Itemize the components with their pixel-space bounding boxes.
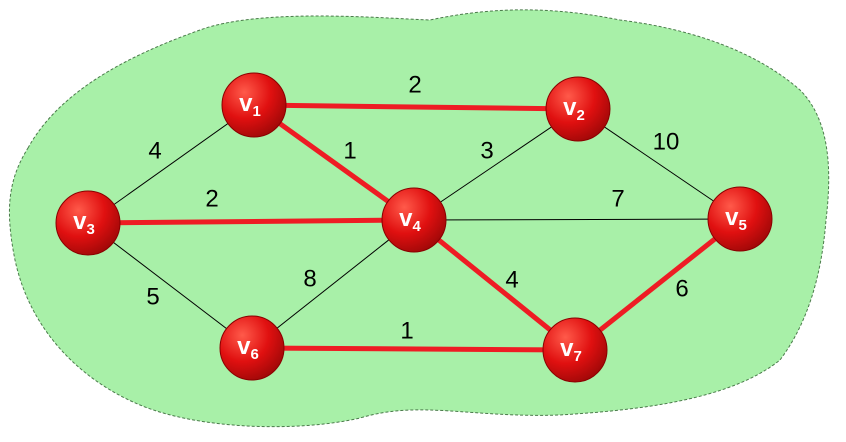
edge-v7-v5 bbox=[573, 217, 742, 352]
node-label-v5: v5 bbox=[725, 204, 747, 234]
node-circle-v2 bbox=[545, 76, 611, 142]
node-label-v1: v1 bbox=[239, 90, 261, 120]
edge-weight-v3-v6: 5 bbox=[146, 283, 159, 310]
edge-weight-v2-v5: 10 bbox=[653, 128, 680, 155]
node-circle-v4 bbox=[381, 187, 447, 253]
node-label-v4: v4 bbox=[399, 205, 421, 235]
edge-weight-v4-v6: 8 bbox=[303, 265, 316, 292]
edge-weight-v3-v4: 2 bbox=[205, 185, 218, 212]
edge-v1-v3 bbox=[87, 104, 255, 224]
node-circle-v7 bbox=[542, 317, 608, 383]
edge-v6-v7 bbox=[251, 345, 576, 353]
node-label-v6: v6 bbox=[237, 333, 259, 363]
edge-v4-v5 bbox=[413, 218, 741, 221]
edge-labels-layer: 2 1 4 2 5 3 10 7 8 4 1 6 bbox=[146, 71, 688, 344]
node-circle-v1 bbox=[221, 72, 287, 138]
node-label-v3: v3 bbox=[73, 208, 95, 238]
node-circle-v5 bbox=[707, 186, 773, 252]
edge-v3-v6 bbox=[87, 222, 253, 349]
edge-v3-v4 bbox=[87, 217, 415, 226]
edge-weight-v6-v7: 1 bbox=[400, 317, 413, 344]
edge-weight-v4-v7: 4 bbox=[505, 266, 518, 293]
edge-weight-v1-v4: 1 bbox=[343, 137, 356, 164]
edges-layer bbox=[87, 102, 742, 353]
node-label-v7: v7 bbox=[560, 335, 582, 365]
nodes-layer: v1 v2 v3 v4 v5 v6 v7 bbox=[55, 72, 773, 383]
node-v1: v1 bbox=[221, 72, 287, 138]
edge-weight-v2-v4: 3 bbox=[480, 137, 493, 164]
edge-weight-v1-v3: 4 bbox=[148, 137, 161, 164]
edge-v1-v4 bbox=[252, 102, 416, 223]
edge-v4-v7 bbox=[412, 218, 577, 352]
node-v7: v7 bbox=[542, 317, 608, 383]
node-v2: v2 bbox=[545, 76, 611, 142]
node-circle-v6 bbox=[219, 315, 285, 381]
node-v4: v4 bbox=[381, 187, 447, 253]
edge-weight-v7-v5: 6 bbox=[675, 275, 688, 302]
edge-v2-v5 bbox=[577, 108, 741, 220]
edge-v1-v2 bbox=[253, 102, 579, 112]
node-v5: v5 bbox=[707, 186, 773, 252]
edge-v4-v6 bbox=[251, 219, 415, 349]
edge-v2-v4 bbox=[413, 108, 579, 221]
edge-weight-v4-v5: 7 bbox=[611, 185, 624, 212]
node-v3: v3 bbox=[55, 190, 121, 256]
node-v6: v6 bbox=[219, 315, 285, 381]
node-label-v2: v2 bbox=[563, 94, 585, 124]
edge-weight-v1-v2: 2 bbox=[408, 71, 421, 98]
node-circle-v3 bbox=[55, 190, 121, 256]
